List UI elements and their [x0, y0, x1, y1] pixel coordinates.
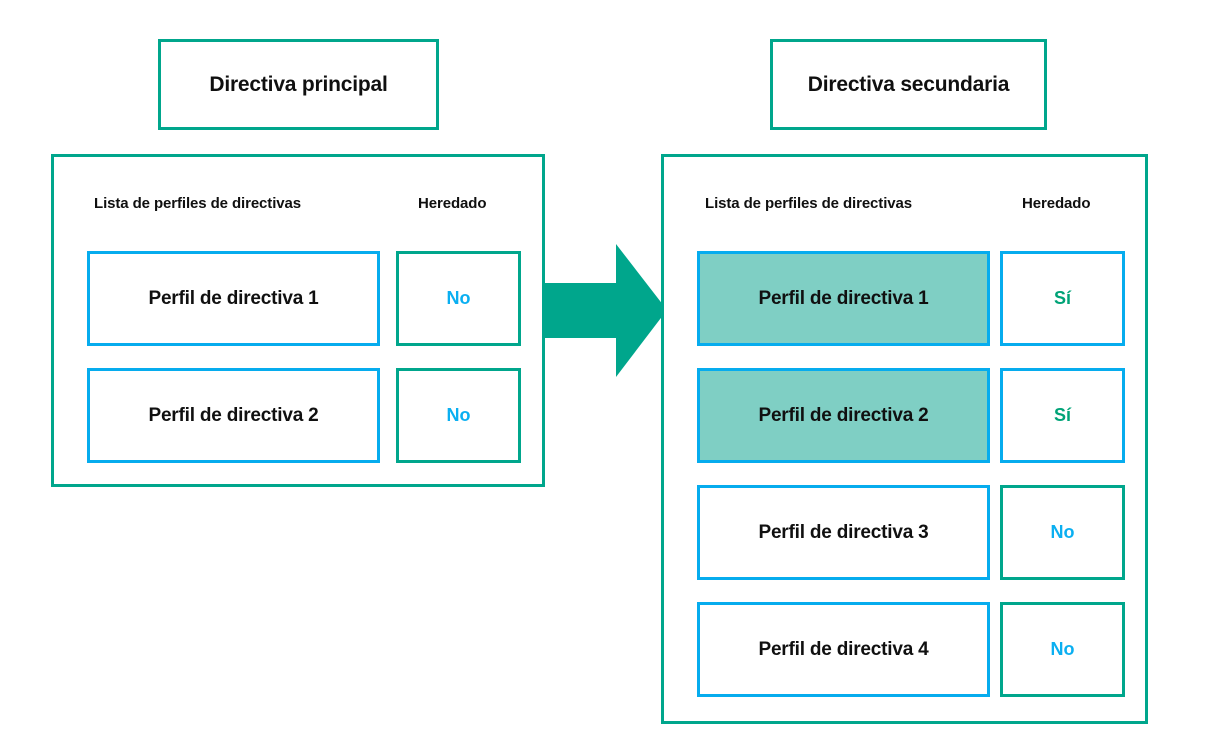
- primary-profile-label-2: Perfil de directiva 2: [148, 404, 319, 426]
- primary-profile-box-2[interactable]: Perfil de directiva 2: [87, 368, 380, 463]
- table-row: Perfil de directiva 1 Sí: [664, 251, 1145, 346]
- secondary-profile-label-4: Perfil de directiva 4: [758, 638, 929, 660]
- secondary-header-inherited: Heredado: [1022, 195, 1091, 212]
- secondary-column-headers: Lista de perfiles de directivas Heredado: [664, 195, 1145, 219]
- secondary-inherited-box-1[interactable]: Sí: [1000, 251, 1125, 346]
- table-row: Perfil de directiva 1 No: [54, 251, 542, 346]
- secondary-header-profile-list: Lista de perfiles de directivas: [705, 195, 912, 212]
- secondary-inherited-value-1: Sí: [1053, 288, 1071, 308]
- inheritance-flow-arrow-icon: [545, 244, 667, 377]
- secondary-profile-label-2: Perfil de directiva 2: [758, 404, 929, 426]
- primary-profile-box-1[interactable]: Perfil de directiva 1: [87, 251, 380, 346]
- primary-inherited-value-2: No: [446, 405, 471, 425]
- secondary-profile-rows: Perfil de directiva 1 Sí Perfil de direc…: [664, 251, 1145, 697]
- table-row: Perfil de directiva 3 No: [664, 485, 1145, 580]
- secondary-policy-title-box: Directiva secundaria: [770, 39, 1047, 130]
- secondary-inherited-box-2[interactable]: Sí: [1000, 368, 1125, 463]
- secondary-profile-label-1: Perfil de directiva 1: [758, 287, 929, 309]
- secondary-profile-box-4[interactable]: Perfil de directiva 4: [697, 602, 990, 697]
- primary-policy-title-box: Directiva principal: [158, 39, 439, 130]
- primary-profile-rows: Perfil de directiva 1 No Perfil de direc…: [54, 251, 542, 463]
- primary-header-profile-list: Lista de perfiles de directivas: [94, 195, 301, 212]
- primary-inherited-box-2[interactable]: No: [396, 368, 521, 463]
- secondary-profile-label-3: Perfil de directiva 3: [758, 521, 929, 543]
- table-row: Perfil de directiva 2 Sí: [664, 368, 1145, 463]
- primary-inherited-box-1[interactable]: No: [396, 251, 521, 346]
- secondary-policy-panel: Lista de perfiles de directivas Heredado…: [661, 154, 1148, 724]
- secondary-inherited-box-3[interactable]: No: [1000, 485, 1125, 580]
- secondary-inherited-value-2: Sí: [1053, 405, 1071, 425]
- secondary-profile-box-3[interactable]: Perfil de directiva 3: [697, 485, 990, 580]
- secondary-profile-box-2[interactable]: Perfil de directiva 2: [697, 368, 990, 463]
- primary-inherited-value-1: No: [446, 288, 471, 308]
- secondary-profile-box-1[interactable]: Perfil de directiva 1: [697, 251, 990, 346]
- primary-header-inherited: Heredado: [418, 195, 487, 212]
- secondary-inherited-box-4[interactable]: No: [1000, 602, 1125, 697]
- table-row: Perfil de directiva 2 No: [54, 368, 542, 463]
- primary-policy-title-text: Directiva principal: [209, 72, 388, 96]
- secondary-inherited-value-3: No: [1050, 522, 1075, 542]
- secondary-policy-title-text: Directiva secundaria: [807, 72, 1010, 96]
- primary-policy-panel: Lista de perfiles de directivas Heredado…: [51, 154, 545, 487]
- primary-profile-label-1: Perfil de directiva 1: [148, 287, 319, 309]
- primary-column-headers: Lista de perfiles de directivas Heredado: [54, 195, 542, 219]
- secondary-inherited-value-4: No: [1050, 639, 1075, 659]
- table-row: Perfil de directiva 4 No: [664, 602, 1145, 697]
